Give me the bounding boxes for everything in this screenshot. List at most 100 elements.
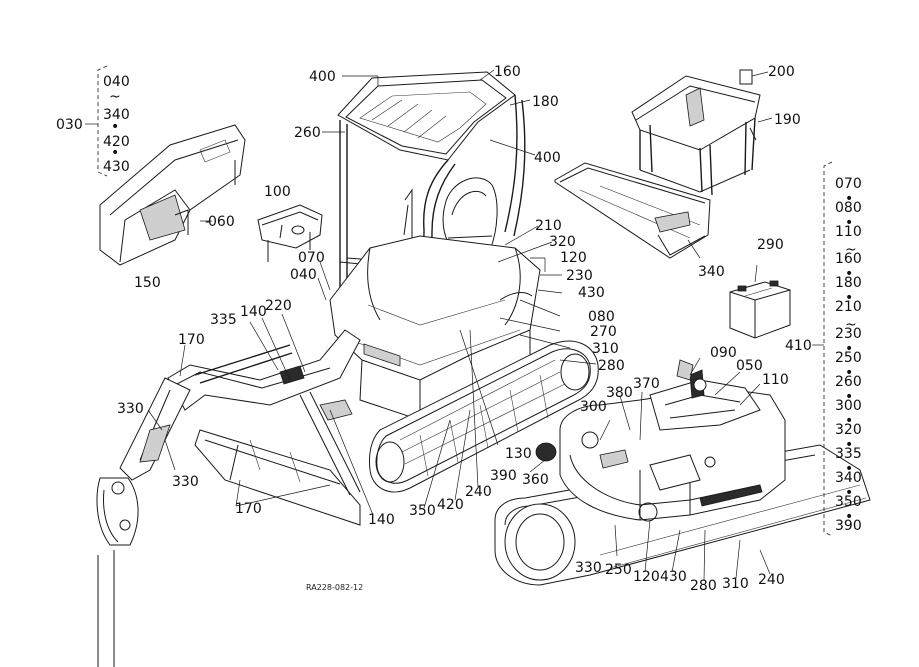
part-label: 070 (298, 250, 325, 266)
part-label: 130 (505, 446, 532, 462)
part-labels: 400 160 180 260 400 200 190 100 060 - 15… (56, 64, 862, 594)
group-item: 335 (835, 446, 862, 462)
part-label: 380 (606, 385, 633, 401)
group-item: 110 (835, 224, 862, 240)
undercarriage-left (194, 340, 599, 526)
group-item: 420 (103, 134, 130, 150)
part-label: 180 (532, 94, 559, 110)
group-item: • (845, 365, 853, 381)
battery (729, 280, 791, 339)
group-item: 320 (835, 422, 862, 438)
drawing-code: RA228-082-12 (306, 583, 363, 592)
part-label: 140 (368, 512, 395, 528)
part-label: 360 (522, 472, 549, 488)
leader-lines (85, 65, 833, 581)
group-item: 260 (835, 374, 862, 390)
part-label: 060 (208, 214, 235, 230)
part-label: 390 (490, 468, 517, 484)
group-label-030: 030 (56, 117, 83, 133)
group-item: 070 (835, 176, 862, 192)
group-item: • (845, 461, 853, 477)
part-label: 140 (240, 304, 267, 320)
upper-frame (329, 235, 541, 421)
group-item: 300 (835, 398, 862, 414)
group-item: 080 (835, 200, 862, 216)
part-label: 200 (768, 64, 795, 80)
part-label: 190 (774, 112, 801, 128)
group-item: • (845, 389, 853, 405)
part-label: 290 (757, 237, 784, 253)
part-label: 310 (592, 341, 619, 357)
part-label: 340 (698, 264, 725, 280)
part-label: 430 (578, 285, 605, 301)
part-label: 330 (575, 560, 602, 576)
group-item: • (845, 341, 853, 357)
group-item: • (845, 290, 853, 306)
part-label: 420 (437, 497, 464, 513)
rops-frame-inset (631, 69, 761, 196)
group-item: • (845, 509, 853, 525)
group-item: ~ (109, 89, 121, 105)
part-label: 080 (588, 309, 615, 325)
part-label: 330 (117, 401, 144, 417)
part-label: 310 (722, 576, 749, 592)
part-label: 250 (605, 562, 632, 578)
group-item: • (845, 266, 853, 282)
part-label: 335 (210, 312, 237, 328)
group-item: • (845, 191, 853, 207)
part-label: 110 (762, 372, 789, 388)
boom-arm-bucket (96, 329, 361, 667)
part-label: 270 (590, 324, 617, 340)
part-label-dash: - (205, 214, 210, 230)
part-label: 370 (633, 376, 660, 392)
part-label: 300 (580, 399, 607, 415)
part-label: 170 (178, 332, 205, 348)
group-item: • (845, 485, 853, 501)
part-label: 350 (409, 503, 436, 519)
group-item: 210 (835, 299, 862, 315)
group-item: • (845, 215, 853, 231)
group-item: 160 (835, 251, 862, 267)
part-label: 400 (309, 69, 336, 85)
group-item: • (845, 413, 853, 429)
part-label: 230 (566, 268, 593, 284)
part-label: 240 (465, 484, 492, 500)
group-item: 340 (835, 470, 862, 486)
floor-mat (554, 162, 711, 259)
part-label: 100 (264, 184, 291, 200)
part-label: 150 (134, 275, 161, 291)
part-label: 280 (598, 358, 625, 374)
group-item: 250 (835, 350, 862, 366)
part-label: 050 (736, 358, 763, 374)
part-label: 160 (494, 64, 521, 80)
group-item: • (111, 145, 119, 161)
group-item: • (845, 437, 853, 453)
group-item: • (111, 119, 119, 135)
group-410-items: 070•080•110~160•180•210~230•250•260•300•… (835, 176, 862, 534)
part-label: 430 (660, 569, 687, 585)
lever-cover-inset (99, 124, 246, 266)
group-item: 180 (835, 275, 862, 291)
group-item: ~ (845, 317, 857, 333)
group-item: ~ (845, 242, 857, 258)
group-item: 040 (103, 74, 130, 90)
part-label: 210 (535, 218, 562, 234)
part-label: 280 (690, 578, 717, 594)
part-label: 240 (758, 572, 785, 588)
part-label: 120 (633, 569, 660, 585)
group-item: 230 (835, 326, 862, 342)
group-030-items: 040 ~ 340 • 420 • 430 (103, 74, 130, 175)
group-label-410: 410 (785, 338, 812, 354)
group-item: 430 (103, 159, 130, 175)
part-label: 040 (290, 267, 317, 283)
part-label: 120 (560, 250, 587, 266)
panel-item-100 (257, 204, 323, 262)
group-item: 390 (835, 518, 862, 534)
part-label: 260 (294, 125, 321, 141)
group-item: 350 (835, 494, 862, 510)
part-label: 170 (235, 501, 262, 517)
group-item: 340 (103, 107, 130, 123)
rear-body (494, 359, 871, 586)
part-label: 400 (534, 150, 561, 166)
